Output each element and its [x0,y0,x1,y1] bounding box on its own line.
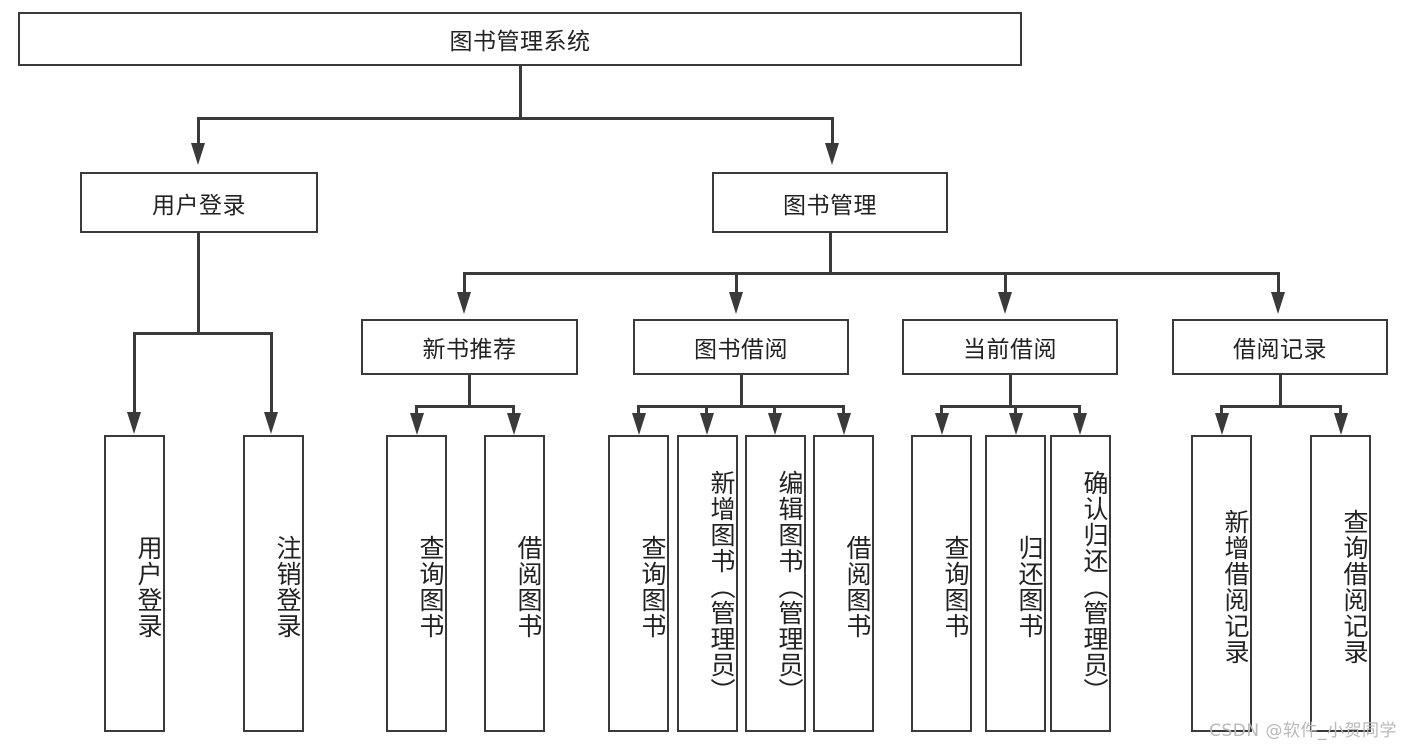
arrow-to-bb-leaf-1 [631,413,646,435]
arrow-to-br-leaf-1 [1214,413,1229,435]
node-label: 图书借阅 [694,337,788,363]
node-label: 借阅图书 [843,534,872,639]
leaf-borrow-books-recommend[interactable]: 借阅图书 [484,435,545,732]
edge-br-drop-2 [1339,405,1342,415]
arrow-to-cb-leaf-3 [1072,413,1087,435]
arrow-to-bb-leaf-4 [836,413,851,435]
leaf-logout[interactable]: 注销登录 [243,435,304,732]
arrow-to-user-login [190,143,205,165]
edge-bb-drop-1 [637,405,640,415]
edge-br-stem [1279,375,1282,406]
arrow-to-bb-leaf-3 [767,413,782,435]
arrow-to-book-management [824,143,839,165]
edge-cb-bar [940,405,1080,408]
arrow-to-nbr-leaf-1 [409,413,424,435]
node-root-book-management-system[interactable]: 图书管理系统 [18,12,1022,66]
arrow-to-nbr-leaf-2 [506,413,521,435]
edge-cb-drop-1 [940,405,943,415]
leaf-borrow-books[interactable]: 借阅图书 [813,435,874,732]
node-label: 归还图书 [1015,534,1044,639]
edge-bb-drop-3 [773,405,776,415]
node-label: 借阅图书 [514,534,543,639]
arrow-to-book-borrow [728,292,743,314]
edge-br-drop-1 [1220,405,1223,415]
leaf-add-book-admin[interactable]: 新增图书（管理员） [677,435,738,732]
node-label: 新增图书（管理员） [707,469,736,704]
leaf-edit-book-admin[interactable]: 编辑图书（管理员） [745,435,806,732]
edge-bm-drop-current [1004,272,1007,294]
node-label: 确认归还（管理员） [1080,469,1109,704]
edge-user-login-stem [197,233,200,333]
arrow-to-borrow-records [1270,292,1285,314]
node-current-borrow[interactable]: 当前借阅 [902,319,1118,375]
arrow-to-cb-leaf-1 [934,413,949,435]
node-label: 图书管理系统 [449,29,591,55]
node-label: 新书推荐 [422,337,517,363]
edge-user-login-drop-1 [133,332,136,414]
edge-root-to-book-management [831,117,834,145]
edge-root-stem [519,66,522,118]
node-label: 用户登录 [152,192,246,219]
edge-bb-drop-2 [705,405,708,415]
node-borrow-records[interactable]: 借阅记录 [1172,319,1388,375]
edge-nbr-stem [468,375,471,406]
leaf-return-books[interactable]: 归还图书 [985,435,1046,732]
edge-cb-stem [1009,375,1012,406]
edge-bm-drop-borrow [735,272,738,294]
node-label: 查询图书 [941,534,970,639]
node-label: 用户登录 [134,534,163,639]
edge-user-login-drop-2 [270,332,273,414]
arrow-to-current-borrow [997,292,1012,314]
arrow-to-bb-leaf-2 [699,413,714,435]
arrow-to-br-leaf-2 [1333,413,1348,435]
node-user-login[interactable]: 用户登录 [80,172,318,233]
edge-bb-stem [740,375,743,406]
node-label: 编辑图书（管理员） [775,469,804,704]
leaf-query-borrow-record[interactable]: 查询借阅记录 [1310,435,1371,732]
edge-bm-drop-new-books [463,272,466,294]
node-label: 借阅记录 [1233,337,1327,363]
leaf-query-books-recommend[interactable]: 查询图书 [386,435,447,732]
node-label: 新增借阅记录 [1221,508,1250,665]
node-book-borrow[interactable]: 图书借阅 [633,319,849,375]
node-label: 当前借阅 [963,337,1057,363]
edge-book-management-bar [463,272,1280,275]
arrow-to-new-book-recommend [456,292,471,314]
edge-user-login-bar [133,332,272,335]
edge-nbr-drop-1 [415,405,418,415]
edge-bb-drop-4 [842,405,845,415]
edge-cb-drop-2 [1014,405,1017,415]
edge-nbr-bar [415,405,514,408]
csdn-watermark: CSDN @软件_小贺同学 [1209,721,1397,741]
leaf-query-books-borrow[interactable]: 查询图书 [608,435,669,732]
node-new-book-recommend[interactable]: 新书推荐 [361,319,578,375]
node-label: 图书管理 [783,192,877,219]
edge-nbr-drop-2 [512,405,515,415]
edge-book-management-stem [829,233,832,273]
edge-bm-drop-records [1277,272,1280,294]
leaf-add-borrow-record[interactable]: 新增借阅记录 [1191,435,1252,732]
node-label: 查询借阅记录 [1340,508,1369,665]
node-label: 注销登录 [273,534,302,639]
arrow-to-cb-leaf-2 [1008,413,1023,435]
leaf-user-login[interactable]: 用户登录 [104,435,165,732]
edge-root-bar [197,117,834,120]
node-label: 查询图书 [416,534,445,639]
node-book-management[interactable]: 图书管理 [712,172,948,233]
node-label: 查询图书 [638,534,667,639]
arrow-to-leaf-user-login [126,412,141,434]
leaf-query-books-current[interactable]: 查询图书 [911,435,972,732]
leaf-confirm-return-admin[interactable]: 确认归还（管理员） [1050,435,1111,732]
edge-cb-drop-3 [1078,405,1081,415]
edge-bb-bar [637,405,844,408]
edge-br-bar [1220,405,1341,408]
edge-root-to-user-login [197,117,200,145]
arrow-to-leaf-logout [263,412,278,434]
